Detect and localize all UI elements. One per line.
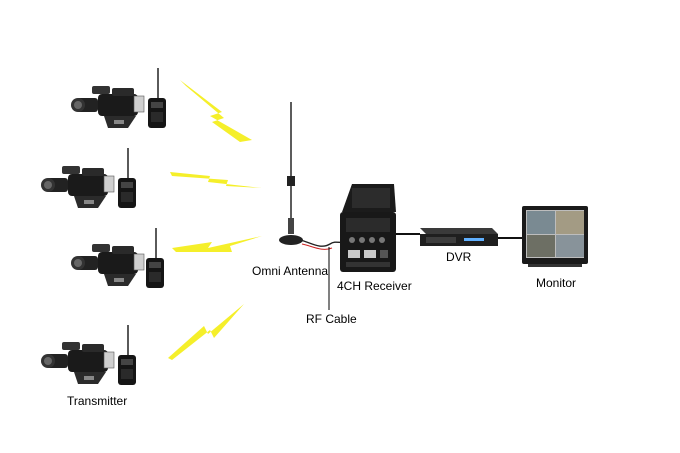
- monitor-icon: [522, 206, 588, 267]
- transmitter-unit-4: [40, 324, 137, 386]
- dvr-icon: [420, 228, 498, 246]
- camera-icon: [70, 243, 145, 287]
- omni-antenna-label: Omni Antenna: [252, 264, 329, 278]
- transmitter-label: Transmitter: [67, 394, 128, 408]
- signal-bolt-icon: [170, 172, 262, 188]
- transmitter-unit-3: [70, 227, 165, 289]
- transmitter-box-icon: [117, 147, 137, 209]
- transmitter-box-icon: [145, 227, 165, 289]
- transmitter-box-icon: [117, 324, 137, 386]
- camera-icon: [40, 165, 115, 209]
- antenna-icon: [279, 102, 303, 245]
- transmitter-unit-1: [70, 67, 167, 129]
- signal-bolt-icon: [172, 236, 262, 252]
- camera-icon: [70, 85, 145, 129]
- transmitter-box-icon: [147, 67, 167, 129]
- rf-cable-label: RF Cable: [306, 312, 357, 326]
- signal-bolt-icon: [168, 304, 244, 360]
- monitor-label: Monitor: [536, 276, 577, 290]
- signal-bolt-icon: [180, 80, 252, 142]
- dvr-label: DVR: [446, 250, 472, 264]
- receiver-label: 4CH Receiver: [337, 279, 412, 293]
- receiver-case-icon: [340, 184, 396, 272]
- camera-icon: [40, 341, 115, 385]
- transmitter-unit-2: [40, 147, 137, 209]
